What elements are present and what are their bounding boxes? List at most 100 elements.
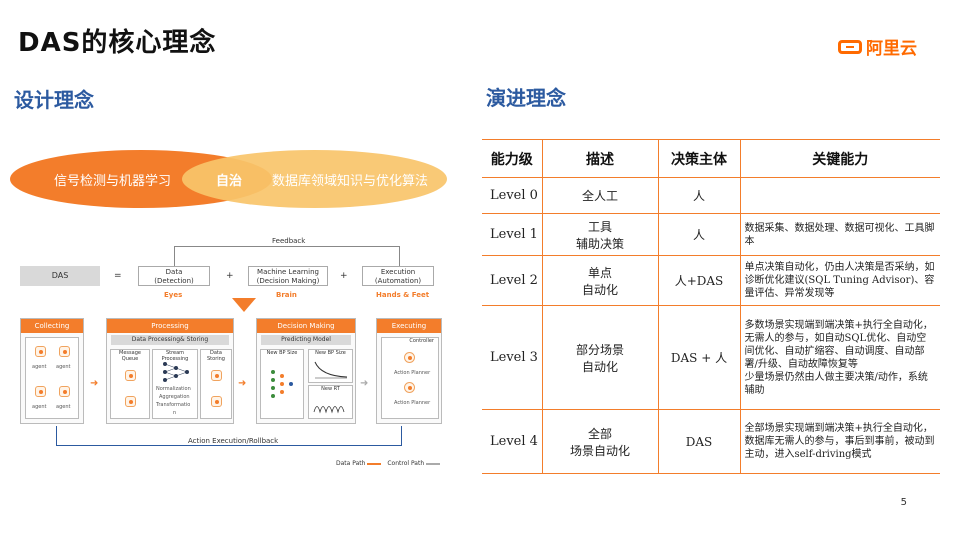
level-cell: Level 0	[482, 177, 543, 214]
control-arrow-icon: ➜	[360, 378, 369, 389]
actor-cell: 人	[658, 177, 741, 214]
bp-size-curve-label: New BP Size	[315, 350, 346, 356]
data-storing-box: Data Storing	[200, 349, 232, 419]
planner-label: Action Planner	[394, 400, 431, 406]
bp-size-curve-box: New BP Size	[308, 349, 353, 383]
data-path-label: Data Path	[336, 460, 366, 467]
decision-panel: Decision Making Predicting Model New BP …	[256, 318, 356, 424]
feedback-label: Feedback	[270, 237, 308, 245]
level-cell: Level 2	[482, 255, 543, 306]
table-row: Level 4 全部 场景自动化 DAS 全部场景实现端到端决策+执行全自动化，…	[482, 409, 940, 474]
agent-label: agent	[56, 364, 71, 370]
storage-icon	[211, 396, 222, 407]
table-header-row: 能力级 描述 决策主体 关键能力	[482, 139, 940, 178]
desc-cell: 单点 自动化	[542, 255, 659, 306]
controller-label: Controller	[409, 338, 434, 344]
evolution-subtitle: 演进理念	[486, 86, 566, 110]
venn-diagram: 信号检测与机器学习 自治 数据库领域知识与优化算法	[10, 150, 447, 208]
collecting-panel: Collecting agent agent agent agent	[20, 318, 84, 424]
logo-text: 阿里云	[866, 39, 917, 59]
page-number: 5	[900, 497, 907, 508]
agents-box: agent agent agent agent	[25, 337, 79, 419]
agent-icon	[35, 346, 46, 357]
desc-cell: 部分场景 自动化	[542, 305, 659, 410]
aliyun-logo-icon	[838, 39, 862, 54]
das-box: DAS	[20, 266, 100, 286]
data-box-sub: (Detection)	[154, 277, 194, 285]
control-path-legend: Control Path	[387, 460, 441, 467]
table-row: Level 3 部分场景 自动化 DAS + 人 多数场景实现端到端决策+执行全…	[482, 305, 940, 410]
data-path-legend: Data Path	[336, 460, 382, 467]
stream-processing-label: Stream Processing	[161, 350, 189, 362]
flow-arrow-icon: ➜	[90, 378, 99, 389]
execution-box-sub: (Automation)	[374, 277, 422, 285]
level-cell: Level 3	[482, 305, 543, 410]
table-row: Level 0 全人工 人	[482, 177, 940, 214]
ability-cell: 数据采集、数据处理、数据可视化、工具脚本	[740, 213, 940, 256]
level-cell: Level 4	[482, 409, 543, 474]
bp-size-box: New BP Size	[260, 349, 304, 419]
actor-cell: 人	[658, 213, 741, 256]
down-arrow-icon	[232, 298, 256, 312]
brain-label: Brain	[276, 291, 297, 299]
wave-chart-icon	[313, 406, 345, 414]
queue-icon	[125, 396, 136, 407]
header-level: 能力级	[482, 139, 543, 178]
queue-icon	[125, 370, 136, 381]
ability-cell: 全部场景实现端到端决策+执行全自动化，数据库无需人的参与，事后到事前，被动到主动…	[740, 409, 940, 474]
processing-sub: Data Processing& Storing	[111, 335, 229, 345]
data-path-swatch	[367, 462, 382, 465]
bp-size-label: New BP Size	[266, 350, 298, 356]
desc-cell: 全人工	[542, 177, 659, 214]
neural-net-icon	[271, 370, 293, 398]
level-cell: Level 1	[482, 213, 543, 256]
header-ability: 关键能力	[740, 139, 940, 178]
new-rt-box: New RT	[308, 385, 353, 419]
normalization-label: Normalization	[156, 386, 191, 392]
page-title: DAS的核心理念	[18, 28, 217, 58]
control-path-swatch	[426, 462, 441, 465]
ml-box: Machine Learning (Decision Making)	[248, 266, 328, 286]
hands-feet-label: Hands & Feet	[376, 291, 430, 299]
aliyun-logo: 阿里云	[838, 34, 917, 59]
venn-center-label: 自治	[216, 174, 243, 189]
agent-icon	[59, 346, 70, 357]
message-queue-box: Message Queue	[110, 349, 150, 419]
plus-sign: +	[340, 271, 348, 281]
actor-cell: DAS + 人	[658, 305, 741, 410]
legend: Data Path Control Path	[336, 460, 441, 467]
transformation-label: Transformatio	[156, 402, 191, 408]
control-path-label: Control Path	[387, 460, 425, 467]
ml-box-sub: (Decision Making)	[256, 277, 320, 285]
planner-icon	[404, 352, 415, 363]
desc-cell: 全部 场景自动化	[542, 409, 659, 474]
venn-right-label: 数据库领域知识与优化算法	[272, 174, 429, 189]
planner-label: Action Planner	[394, 370, 431, 376]
executing-header: Executing	[377, 319, 441, 333]
message-queue-label: Message Queue	[119, 350, 141, 362]
decision-sub: Predicting Model	[261, 335, 351, 345]
rollback-label: Action Execution/Rollback	[186, 437, 281, 445]
actor-cell: DAS	[658, 409, 741, 474]
aggregation-label: Aggregation	[159, 394, 190, 400]
capability-table: 能力级 描述 决策主体 关键能力 Level 0 全人工 人 Level 1 工…	[482, 139, 940, 474]
execution-box-name: Execution	[380, 268, 416, 276]
plus-sign: +	[226, 271, 234, 281]
venn-right-ellipse	[182, 150, 447, 208]
agent-label: agent	[56, 404, 71, 410]
data-storing-label: Data Storing	[207, 350, 225, 362]
equals-sign: =	[114, 271, 122, 281]
decision-header: Decision Making	[257, 319, 355, 333]
header-desc: 描述	[542, 139, 659, 178]
table-row: Level 1 工具 辅助决策 人 数据采集、数据处理、数据可视化、工具脚本	[482, 213, 940, 256]
eyes-label: Eyes	[164, 291, 183, 299]
data-box: Data (Detection)	[138, 266, 210, 286]
data-box-name: Data	[165, 268, 183, 276]
flow-arrow-icon: ➜	[238, 378, 247, 389]
planner-icon	[404, 382, 415, 393]
new-rt-label: New RT	[321, 386, 340, 392]
architecture-diagram: Feedback DAS = Data (Detection) + Machin…	[18, 236, 455, 474]
table-row: Level 2 单点 自动化 人+DAS 单点决策自动化，仍由人决策是否采纳，如…	[482, 255, 940, 306]
processing-header: Processing	[107, 319, 233, 333]
stream-processing-box: Stream Processing Normalization Aggregat…	[152, 349, 198, 419]
